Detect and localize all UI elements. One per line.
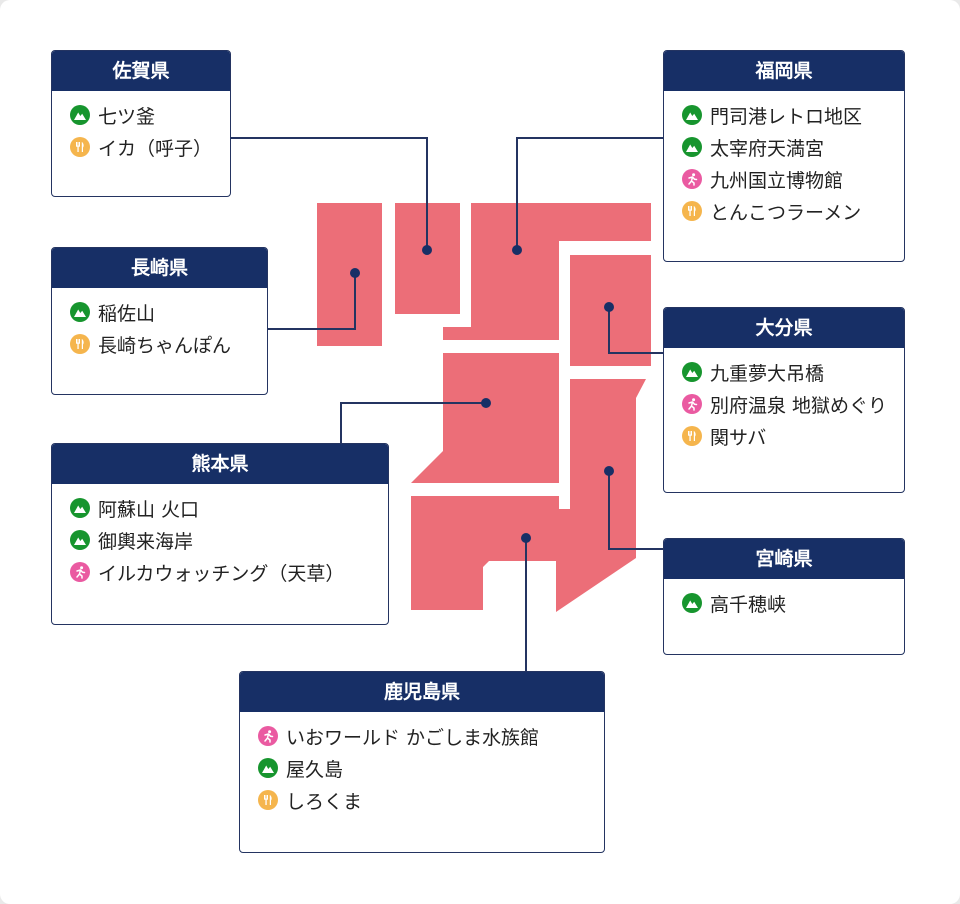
mountain-icon — [682, 137, 702, 157]
person-running-icon — [258, 726, 278, 746]
list-item[interactable]: 阿蘇山 火口 — [70, 492, 388, 524]
card-title: 福岡県 — [664, 51, 904, 91]
card-kumamoto: 熊本県 阿蘇山 火口 御輿来海岸 イルカウォッチング（天草） — [51, 443, 389, 625]
card-saga: 佐賀県 七ツ釜 イカ（呼子） — [51, 50, 231, 197]
person-running-icon — [682, 169, 702, 189]
item-label: いおワールド かごしま水族館 — [286, 726, 540, 749]
list-item[interactable]: 稲佐山 — [70, 296, 267, 328]
list-item[interactable]: 長崎ちゃんぽん — [70, 328, 267, 360]
item-label: 長崎ちゃんぽん — [98, 334, 232, 357]
card-items: 門司港レトロ地区 太宰府天満宮 九州国立博物館 とんこつラーメン — [664, 91, 904, 227]
item-label: 稲佐山 — [98, 302, 156, 325]
item-label: 七ツ釜 — [98, 105, 156, 128]
list-item[interactable]: しろくま — [258, 784, 604, 816]
item-label: イカ（呼子） — [98, 137, 213, 160]
card-miyazaki: 宮崎県 高千穂峡 — [663, 538, 905, 655]
marker-kagoshima — [521, 533, 531, 543]
card-title: 鹿児島県 — [240, 672, 604, 712]
card-items: 高千穂峡 — [664, 579, 904, 619]
marker-saga — [422, 245, 432, 255]
marker-miyazaki — [604, 466, 614, 476]
list-item[interactable]: 九州国立博物館 — [682, 163, 904, 195]
list-item[interactable]: 門司港レトロ地区 — [682, 99, 904, 131]
card-oita: 大分県 九重夢大吊橋 別府温泉 地獄めぐり 関サバ — [663, 307, 905, 493]
item-label: 阿蘇山 火口 — [98, 498, 200, 521]
card-items: 九重夢大吊橋 別府温泉 地獄めぐり 関サバ — [664, 348, 904, 452]
item-label: とんこつラーメン — [710, 201, 862, 224]
mountain-icon — [70, 302, 90, 322]
mountain-icon — [258, 758, 278, 778]
card-fukuoka: 福岡県 門司港レトロ地区 太宰府天満宮 九州国立博物館 とんこつラーメン — [663, 50, 905, 262]
item-label: 門司港レトロ地区 — [710, 105, 863, 128]
region-nagasaki[interactable] — [317, 203, 382, 346]
mountain-icon — [70, 530, 90, 550]
item-label: 関サバ — [710, 426, 767, 449]
list-item[interactable]: イルカウォッチング（天草） — [70, 556, 388, 588]
connector-miyazaki — [608, 471, 663, 550]
mountain-icon — [682, 593, 702, 613]
person-running-icon — [70, 562, 90, 582]
item-label: イルカウォッチング（天草） — [98, 562, 345, 585]
fork-knife-icon — [682, 426, 702, 446]
list-item[interactable]: 別府温泉 地獄めぐり — [682, 388, 904, 420]
fork-knife-icon — [70, 334, 90, 354]
marker-nagasaki — [350, 268, 360, 278]
mountain-icon — [682, 105, 702, 125]
item-label: 太宰府天満宮 — [710, 137, 825, 160]
item-label: 別府温泉 地獄めぐり — [710, 394, 888, 417]
connector-nagasaki — [268, 273, 356, 330]
item-label: 九重夢大吊橋 — [710, 362, 825, 385]
list-item[interactable]: いおワールド かごしま水族館 — [258, 720, 604, 752]
card-title: 宮崎県 — [664, 539, 904, 579]
card-title: 佐賀県 — [52, 51, 230, 91]
card-items: 七ツ釜 イカ（呼子） — [52, 91, 230, 163]
card-title: 長崎県 — [52, 248, 267, 288]
connector-fukuoka — [516, 137, 663, 250]
list-item[interactable]: 関サバ — [682, 420, 904, 452]
list-item[interactable]: 九重夢大吊橋 — [682, 356, 904, 388]
mountain-icon — [70, 498, 90, 518]
card-items: 阿蘇山 火口 御輿来海岸 イルカウォッチング（天草） — [52, 484, 388, 588]
region-fukuoka[interactable] — [443, 203, 651, 340]
marker-fukuoka — [512, 245, 522, 255]
mountain-icon — [682, 362, 702, 382]
card-items: いおワールド かごしま水族館 屋久島 しろくま — [240, 712, 604, 816]
mountain-icon — [70, 105, 90, 125]
person-running-icon — [682, 394, 702, 414]
card-title: 熊本県 — [52, 444, 388, 484]
marker-oita — [604, 302, 614, 312]
connector-saga — [231, 137, 428, 250]
item-label: 屋久島 — [286, 758, 344, 781]
fork-knife-icon — [682, 201, 702, 221]
list-item[interactable]: 高千穂峡 — [682, 587, 904, 619]
fork-knife-icon — [258, 790, 278, 810]
marker-kumamoto — [481, 398, 491, 408]
list-item[interactable]: とんこつラーメン — [682, 195, 904, 227]
item-label: しろくま — [286, 790, 363, 813]
item-label: 高千穂峡 — [710, 593, 787, 616]
region-kumamoto[interactable] — [411, 353, 559, 483]
list-item[interactable]: 御輿来海岸 — [70, 524, 388, 556]
item-label: 九州国立博物館 — [710, 169, 844, 192]
card-kagoshima: 鹿児島県 いおワールド かごしま水族館 屋久島 しろくま — [239, 671, 605, 853]
region-kagoshima[interactable] — [411, 496, 636, 612]
list-item[interactable]: 太宰府天満宮 — [682, 131, 904, 163]
region-oita-south[interactable] — [570, 379, 646, 509]
card-nagasaki: 長崎県 稲佐山 長崎ちゃんぽん — [51, 247, 268, 395]
fork-knife-icon — [70, 137, 90, 157]
list-item[interactable]: イカ（呼子） — [70, 131, 230, 163]
card-title: 大分県 — [664, 308, 904, 348]
list-item[interactable]: 屋久島 — [258, 752, 604, 784]
card-items: 稲佐山 長崎ちゃんぽん — [52, 288, 267, 360]
connector-oita — [608, 307, 663, 354]
list-item[interactable]: 七ツ釜 — [70, 99, 230, 131]
item-label: 御輿来海岸 — [98, 530, 194, 553]
connector-kumamoto — [340, 402, 486, 443]
